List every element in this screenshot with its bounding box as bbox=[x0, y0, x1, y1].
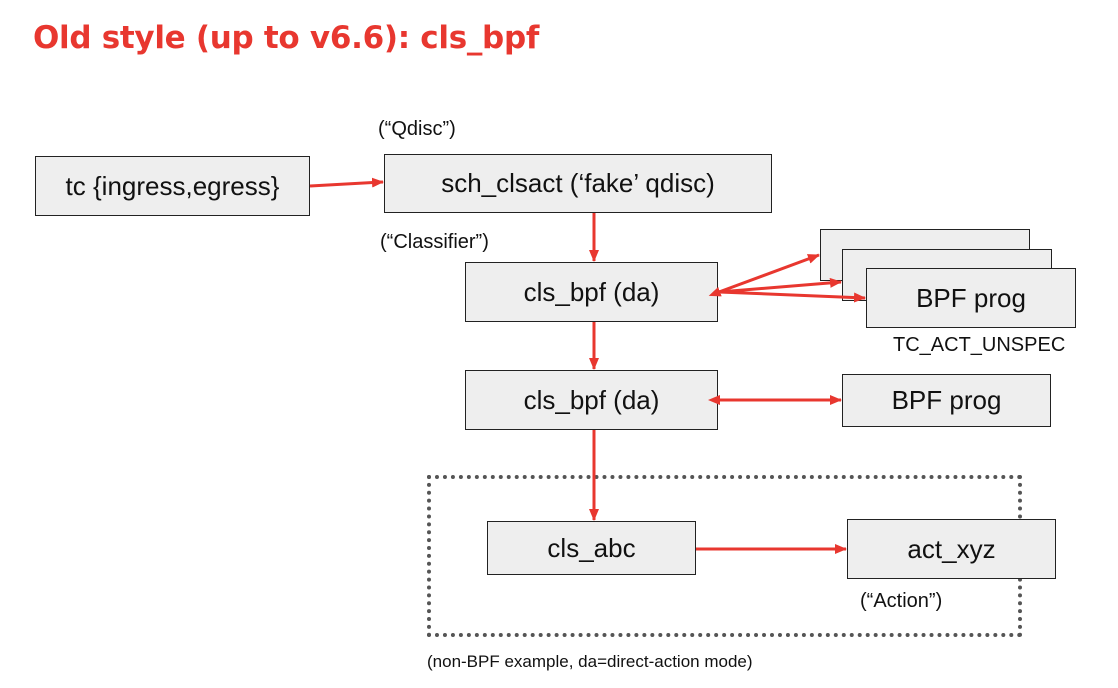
arrow-cls1-to-middle bbox=[718, 277, 842, 294]
tc-act-unspec-label: TC_ACT_UNSPEC bbox=[893, 334, 1066, 356]
qdisc-label: (“Qdisc”) bbox=[378, 118, 456, 140]
arrow-cls1-to-back bbox=[708, 253, 820, 297]
cls-abc-box: cls_abc bbox=[487, 521, 696, 575]
bpf-prog-stack-front: BPF prog bbox=[866, 268, 1076, 328]
slide-title: Old style (up to v6.6): cls_bpf bbox=[33, 20, 540, 56]
arrow-cls1-to-front bbox=[718, 290, 866, 303]
sch-clsact-box: sch_clsact (‘fake’ qdisc) bbox=[384, 154, 772, 213]
bpf-prog-box: BPF prog bbox=[842, 374, 1051, 427]
cls-bpf-box-2: cls_bpf (da) bbox=[465, 370, 718, 430]
tc-box: tc {ingress,egress} bbox=[35, 156, 310, 216]
arrow-tc-to-sch bbox=[309, 177, 384, 188]
classifier-label: (“Classifier”) bbox=[380, 231, 489, 253]
footnote: (non-BPF example, da=direct-action mode) bbox=[427, 652, 753, 671]
action-label: (“Action”) bbox=[860, 590, 943, 612]
act-xyz-box: act_xyz bbox=[847, 519, 1056, 579]
cls-bpf-box-1: cls_bpf (da) bbox=[465, 262, 718, 322]
